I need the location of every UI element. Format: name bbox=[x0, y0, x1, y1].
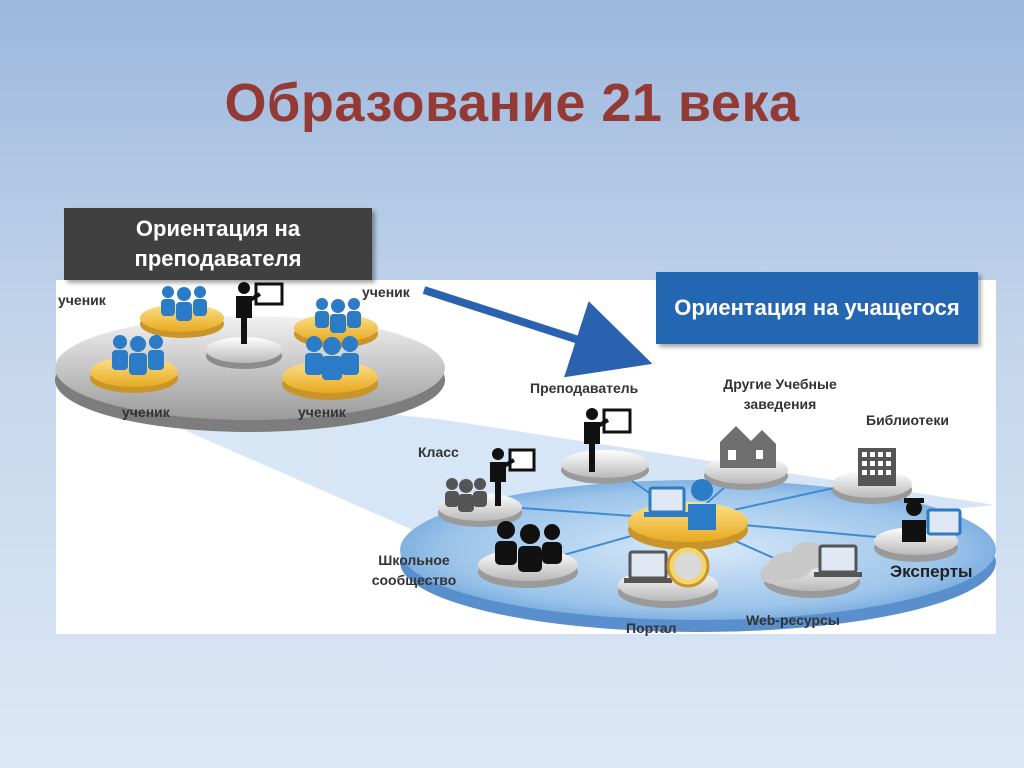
label-school-community: Школьное сообщество bbox=[371, 552, 457, 588]
page-title: Образование 21 века bbox=[224, 73, 800, 133]
teacher-orientation-box: Ориентация на преподавателя bbox=[64, 208, 372, 280]
globe-icon bbox=[666, 544, 710, 588]
teacher-board-icon bbox=[584, 408, 632, 472]
label-web-resources: Web-ресурсы bbox=[746, 612, 840, 628]
arrow-icon bbox=[422, 286, 653, 378]
label-class: Класс bbox=[418, 444, 459, 460]
library-building-icon bbox=[858, 448, 896, 486]
label-experts: Эксперты bbox=[890, 562, 973, 581]
label-portal: Портал bbox=[626, 620, 677, 636]
label-libraries: Библиотеки bbox=[866, 412, 949, 428]
expert-icon bbox=[902, 498, 962, 542]
laptop-icon bbox=[624, 550, 672, 583]
label-teacher: Преподаватель bbox=[530, 380, 639, 396]
person-group-icon bbox=[112, 286, 361, 380]
teacher-board-icon bbox=[490, 448, 536, 506]
person-group-icon bbox=[495, 521, 562, 572]
house-icon bbox=[720, 426, 776, 468]
student-orientation-box: Ориентация на учащегося bbox=[656, 272, 978, 344]
student-laptop-icon bbox=[644, 479, 716, 530]
cloud-icon bbox=[760, 542, 826, 584]
label-other-institutions: Другие Учебные заведения bbox=[723, 376, 837, 412]
laptop-icon bbox=[814, 544, 862, 577]
label-student-bottom-left: ученик bbox=[122, 404, 170, 420]
label-student-top-right: ученик bbox=[362, 284, 410, 300]
label-student-top-left: ученик bbox=[58, 292, 106, 308]
person-group-icon bbox=[445, 478, 487, 512]
teacher-board-icon bbox=[236, 282, 284, 344]
label-student-bottom-right: ученик bbox=[298, 404, 346, 420]
